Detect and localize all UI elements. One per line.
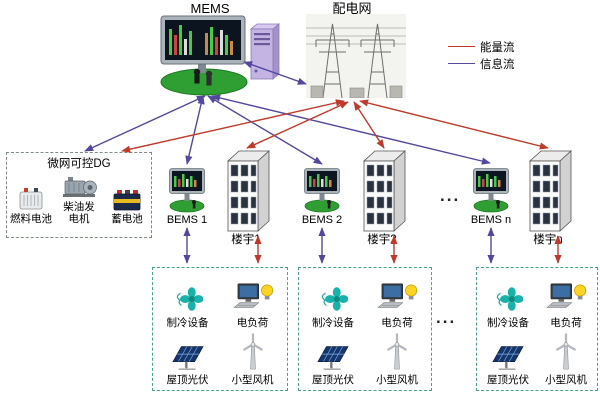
electric-load-item: 电负荷 [220, 273, 285, 330]
rooftop-pv-label: 屋顶光伏 [166, 374, 209, 386]
load-boxes-ellipsis: ... [436, 308, 457, 327]
electric-load-icon [374, 282, 420, 314]
dg-items: 燃料电池 柴油发电机 蓄电池 [7, 174, 151, 226]
building-2-icon [358, 149, 406, 238]
bems-2-label: BEMS 2 [301, 214, 343, 226]
distribution-grid-label: 配电网 [332, 1, 372, 16]
battery-icon [112, 188, 142, 212]
small-wind-label: 小型风机 [231, 374, 274, 386]
info-arrow-mems-dg [84, 95, 206, 152]
building-1-icon [222, 149, 270, 238]
rooftop-pv-item: 屋顶光伏 [479, 330, 537, 387]
rooftop-pv-label: 屋顶光伏 [487, 374, 529, 386]
cooling-unit-icon [173, 284, 203, 314]
rooftop-pv-icon [316, 341, 350, 371]
small-wind-icon [382, 333, 412, 371]
bems-1-label: BEMS 1 [166, 214, 208, 226]
battery-label: 蓄电池 [111, 212, 143, 225]
diesel-generator-label: 柴油发电机 [63, 201, 95, 225]
mems-workstation-icon [158, 15, 250, 102]
info-flow-line-swatch [448, 63, 475, 64]
load-box-1: 制冷设备 电负荷 屋顶光伏 小型风机 [152, 267, 288, 391]
diesel-generator-item: 柴油发电机 [56, 174, 102, 226]
small-wind-icon [551, 333, 581, 371]
groups-ellipsis: ... [440, 186, 461, 205]
electric-load-item: 电负荷 [537, 273, 595, 330]
rooftop-pv-item: 屋顶光伏 [301, 330, 365, 387]
small-wind-item: 小型风机 [537, 330, 595, 387]
fuel-cell-item: 燃料电池 [8, 186, 54, 226]
legend-info-row: 信息流 [448, 55, 515, 72]
cooling-unit-icon [493, 284, 523, 314]
building-1-label: 楼宇1 [231, 234, 261, 246]
battery-item: 蓄电池 [104, 188, 150, 226]
load-box-2: 制冷设备 电负荷 屋顶光伏 小型风机 [298, 267, 432, 391]
dg-title: 微网可控DG [47, 158, 111, 170]
cooling-unit-label: 制冷设备 [312, 317, 354, 329]
cooling-unit-icon [318, 284, 348, 314]
electric-load-label: 电负荷 [381, 317, 413, 329]
cooling-unit-item: 制冷设备 [479, 273, 537, 330]
server-tower-icon [247, 23, 281, 86]
small-wind-icon [238, 333, 268, 371]
small-wind-item: 小型风机 [220, 330, 285, 387]
rooftop-pv-label: 屋顶光伏 [312, 374, 354, 386]
energy-arrow-grid-dg [121, 99, 345, 153]
rooftop-pv-item: 屋顶光伏 [155, 330, 220, 387]
energy-arrow-grid-building2 [353, 101, 385, 149]
cooling-unit-item: 制冷设备 [155, 273, 220, 330]
rooftop-pv-icon [171, 341, 205, 371]
electric-load-icon [543, 282, 589, 314]
info-flow-label: 信息流 [480, 58, 515, 71]
small-wind-item: 小型风机 [365, 330, 429, 387]
small-wind-label: 小型风机 [545, 374, 587, 386]
cooling-unit-item: 制冷设备 [301, 273, 365, 330]
legend: 能量流 信息流 [448, 38, 515, 72]
energy-arrow-grid-buildingn [359, 99, 549, 150]
load-box-n: 制冷设备 电负荷 屋顶光伏 小型风机 [476, 267, 598, 391]
bems-2-icon [303, 167, 341, 218]
bems-n-label: BEMS n [470, 214, 512, 226]
mems-label: MEMS [190, 1, 230, 16]
distribution-grid-icon [306, 14, 406, 103]
info-arrow-mems-bems1 [185, 95, 205, 165]
bems-1-icon [168, 167, 206, 218]
electric-load-label: 电负荷 [550, 317, 582, 329]
bems-n-icon [472, 167, 510, 218]
electric-load-label: 电负荷 [236, 317, 269, 329]
rooftop-pv-icon [491, 341, 525, 371]
legend-energy-row: 能量流 [448, 38, 515, 55]
energy-flow-line-swatch [448, 46, 475, 47]
energy-arrow-grid-building1 [246, 101, 349, 149]
cooling-unit-label: 制冷设备 [487, 317, 529, 329]
building-n-icon [524, 149, 572, 238]
building-2-label: 楼宇2 [367, 234, 397, 246]
fuel-cell-label: 燃料电池 [10, 212, 52, 225]
energy-flow-label: 能量流 [480, 41, 515, 54]
cooling-unit-label: 制冷设备 [166, 317, 209, 329]
dg-box: 微网可控DG 燃料电池 柴油发电机 蓄电池 [6, 152, 152, 238]
small-wind-label: 小型风机 [376, 374, 418, 386]
electric-load-item: 电负荷 [365, 273, 429, 330]
diesel-generator-icon [61, 174, 97, 200]
electric-load-icon [230, 282, 276, 314]
fuel-cell-icon [17, 186, 45, 212]
building-n-label: 楼宇n [533, 234, 563, 246]
